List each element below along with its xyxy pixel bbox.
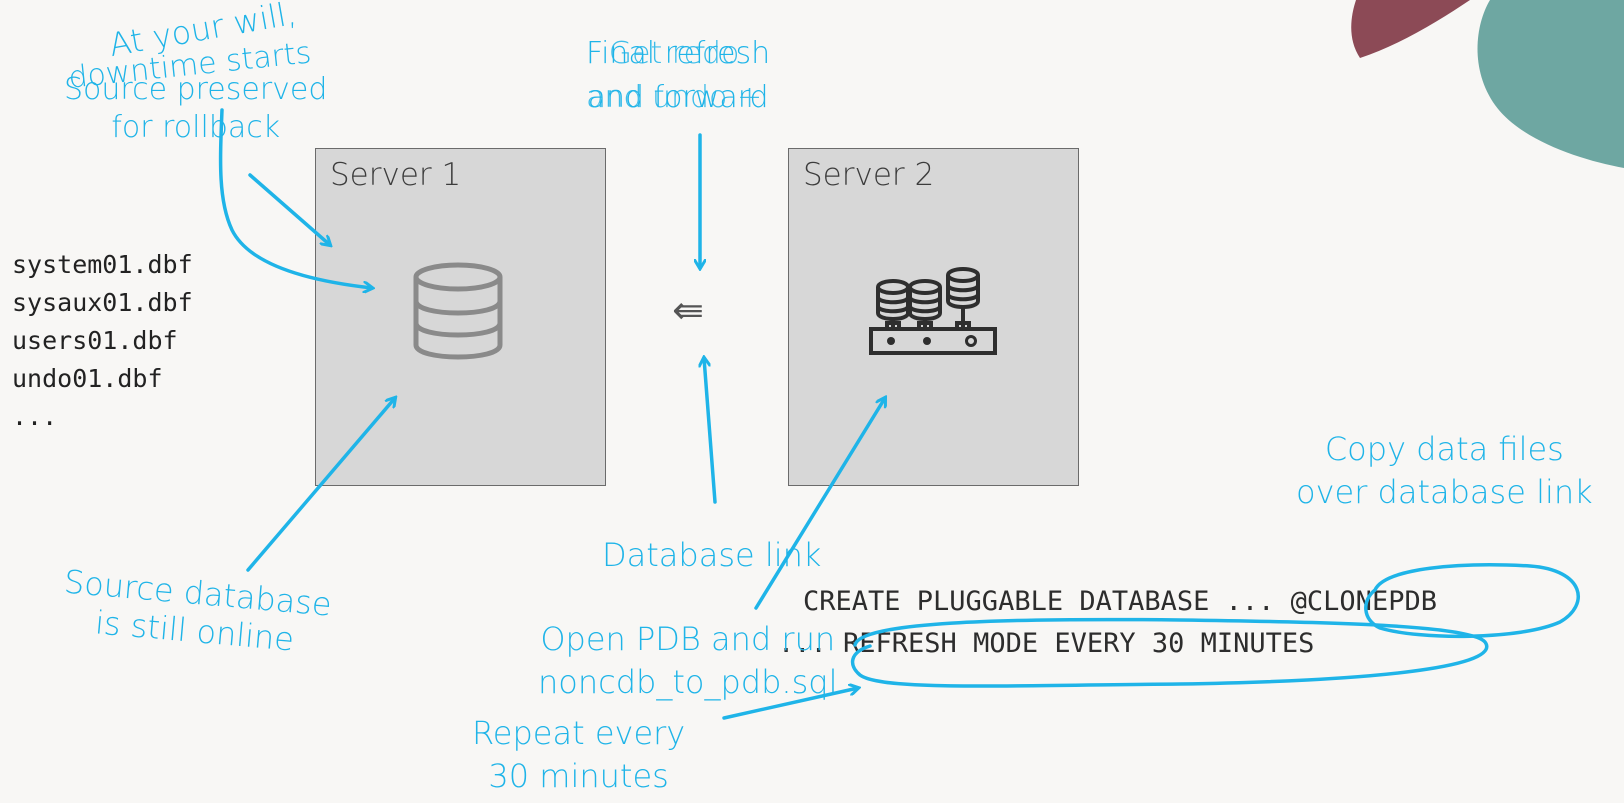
server-2-box: Server 2 xyxy=(788,148,1079,486)
source-preserved-line-1: Source preserved xyxy=(64,72,328,107)
annotation-source-preserved: Source preserved for rollback xyxy=(64,72,327,146)
annotation-final-refresh: Final refresh and forward xyxy=(586,32,770,119)
annotation-copy-files: Copy data files over database link xyxy=(1296,428,1593,514)
server-1-label: Server 1 xyxy=(330,157,462,193)
loop-clonepdb xyxy=(1364,563,1580,639)
database-icon xyxy=(413,262,503,360)
datafile-item: undo01.dbf xyxy=(12,364,163,393)
get-redo-line-1: Get redo xyxy=(608,36,740,71)
open-pdb-line-1: Open PDB and run xyxy=(540,620,836,658)
server-2-label: Server 2 xyxy=(803,157,935,193)
sql-line-2: ... REFRESH MODE EVERY 30 MINUTES xyxy=(778,628,1315,659)
annotation-get-redo: Get redo and undo + xyxy=(586,32,762,119)
arrow-repeat xyxy=(722,688,858,720)
datafile-item: ... xyxy=(12,402,58,431)
arrow-rollback-to-server1 xyxy=(248,173,330,245)
annotation-repeat: Repeat every 30 minutes xyxy=(472,712,685,798)
sql-line-1: CREATE PLUGGABLE DATABASE ... @CLONEPDB xyxy=(803,586,1437,617)
server-1-box: Server 1 xyxy=(315,148,606,486)
final-refresh-line-2: and forward xyxy=(587,79,769,115)
arrow-open-pdb-to-server2 xyxy=(754,398,885,610)
red-blob xyxy=(1351,0,1470,58)
datafile-item: system01.dbf xyxy=(12,250,193,279)
annotation-open-pdb: Open PDB and run noncdb_to_pdb.sql xyxy=(538,618,837,704)
loop-refresh-mode xyxy=(850,617,1489,688)
annotation-database-link: Database link xyxy=(602,536,822,574)
arrow-at-will-to-db xyxy=(218,108,372,288)
teal-blob xyxy=(1477,0,1624,168)
database-cluster-icon xyxy=(869,267,997,355)
transfer-arrow: ⇚ xyxy=(672,288,704,332)
open-pdb-line-2: noncdb_to_pdb.sql xyxy=(538,663,838,702)
repeat-line-1: Repeat every xyxy=(472,714,686,752)
datafile-item: users01.dbf xyxy=(12,326,178,355)
arrow-source-online xyxy=(246,398,395,572)
arrow-dblink-up xyxy=(704,358,717,504)
copy-files-line-1: Copy data files xyxy=(1324,430,1564,468)
source-preserved-line-2: for rollback xyxy=(111,110,281,145)
repeat-line-2: 30 minutes xyxy=(488,757,669,796)
datafile-item: sysaux01.dbf xyxy=(12,288,193,317)
final-refresh-line-1: Final refresh xyxy=(586,36,771,71)
datafile-list: system01.dbf sysaux01.dbf users01.dbf un… xyxy=(12,246,193,436)
get-redo-line-2: and undo + xyxy=(586,79,763,115)
copy-files-line-2: over database link xyxy=(1296,473,1593,512)
